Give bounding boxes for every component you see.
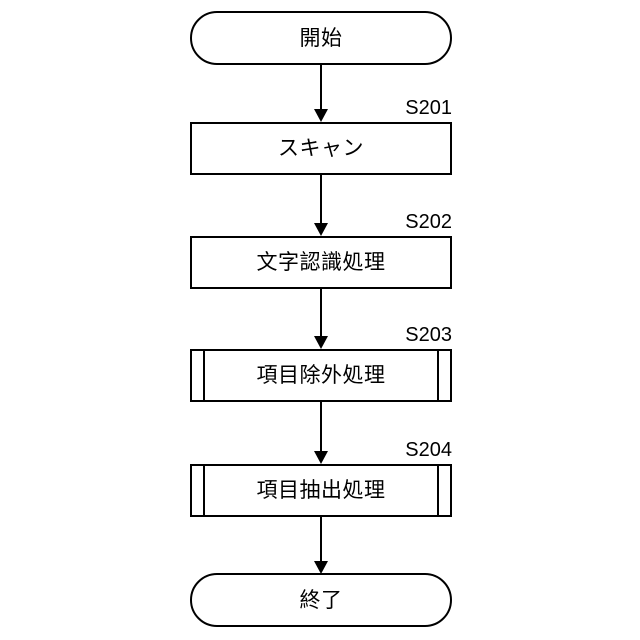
node-s202-character-recognition[interactable]: 文字認識処理 <box>190 236 452 289</box>
connector-shaft <box>320 400 322 451</box>
node-s203-item-exclusion[interactable]: 項目除外処理 <box>190 349 452 402</box>
connector-s201-to-s202 <box>314 175 328 236</box>
node-end-label: 終了 <box>299 587 343 612</box>
connector-start-to-s201 <box>314 65 328 122</box>
node-s203-label: 項目除外処理 <box>256 363 386 387</box>
step-label-s201: S201 <box>405 97 452 119</box>
predefined-process-bar-left <box>203 464 205 517</box>
connector-shaft <box>320 517 322 561</box>
step-label-s203: S203 <box>405 324 452 346</box>
node-s201-label: スキャン <box>278 136 364 160</box>
arrowhead-icon <box>314 451 328 464</box>
node-end[interactable]: 終了 <box>190 573 452 627</box>
predefined-process-bar-right <box>437 464 439 517</box>
step-label-s204: S204 <box>405 439 452 461</box>
node-s204-label: 項目抽出処理 <box>256 478 386 502</box>
arrowhead-icon <box>314 223 328 236</box>
arrowhead-icon <box>314 109 328 122</box>
arrowhead-icon <box>314 336 328 349</box>
node-start[interactable]: 開始 <box>190 11 452 65</box>
connector-shaft <box>320 175 322 223</box>
predefined-process-bar-right <box>437 349 439 402</box>
connector-shaft <box>320 65 322 109</box>
predefined-process-bar-left <box>203 349 205 402</box>
node-s204-item-extraction[interactable]: 項目抽出処理 <box>190 464 452 517</box>
node-start-label: 開始 <box>299 25 343 50</box>
connector-s204-to-end <box>314 517 328 574</box>
connector-shaft <box>320 288 322 336</box>
arrowhead-icon <box>314 561 328 574</box>
step-label-s202: S202 <box>405 211 452 233</box>
node-s202-label: 文字認識処理 <box>256 250 386 274</box>
connector-s202-to-s203 <box>314 288 328 349</box>
node-s201-scan[interactable]: スキャン <box>190 122 452 175</box>
connector-s203-to-s204 <box>314 400 328 464</box>
